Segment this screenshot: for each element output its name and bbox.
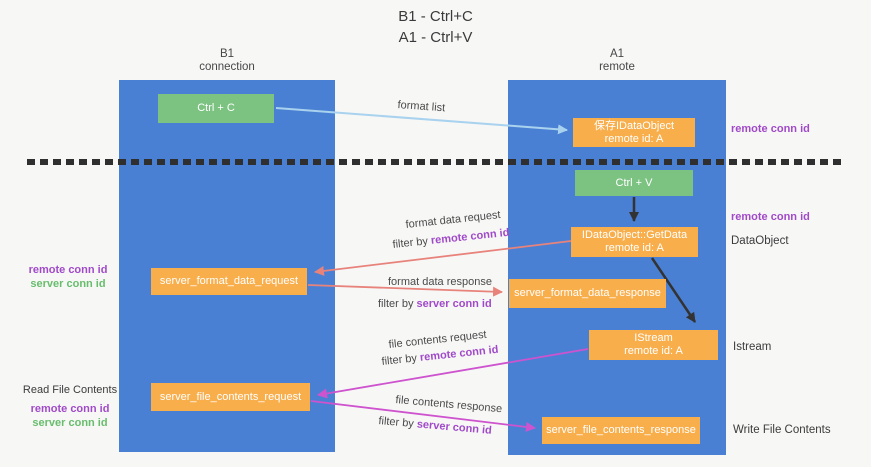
- node-getdata-line2: remote id: A: [605, 242, 664, 254]
- label-read-file-contents: Read File Contents: [22, 384, 118, 396]
- node-ctrl-c-label: Ctrl + C: [197, 102, 235, 114]
- lane-b1-title: B1: [219, 48, 235, 60]
- node-server-format-data-request: server_format_data_request: [151, 268, 307, 295]
- node-server-format-data-response: server_format_data_response: [509, 279, 666, 308]
- label-left-server-conn-id-2: server conn id: [32, 417, 108, 429]
- label-write-file-contents: Write File Contents: [733, 424, 831, 436]
- label-remote-conn-id-mid: remote conn id: [731, 211, 810, 223]
- label-left-remote-conn-id-2: remote conn id: [30, 403, 110, 415]
- filter-remote-conn-id: remote conn id: [430, 226, 510, 247]
- node-ctrl-v: Ctrl + V: [575, 170, 693, 196]
- node-save-idataobject-line1: 保存IDataObject: [593, 119, 675, 132]
- node-save-idataobject-line2: remote id: A: [604, 132, 664, 145]
- node-istream-line2: remote id: A: [624, 345, 683, 357]
- filter-prefix: filter by: [392, 234, 432, 251]
- node-ctrl-v-label: Ctrl + V: [615, 176, 653, 189]
- label-group-read-file: Read File Contents remote conn id server…: [14, 383, 126, 430]
- node-ctrl-c: Ctrl + C: [158, 94, 274, 123]
- node-istream-line1: IStream: [634, 332, 673, 344]
- label-format-list: format list: [397, 99, 446, 115]
- node-format-request-label: server_format_data_request: [159, 275, 299, 287]
- lane-a1-title: A1: [609, 48, 625, 60]
- label-format-data-request: format data request: [405, 209, 502, 231]
- label-dataobject: DataObject: [731, 235, 789, 247]
- filter-prefix: filter by: [378, 298, 417, 310]
- label-format-response-filter: filter by server conn id: [378, 298, 492, 310]
- label-group-format-conn-ids: remote conn id server conn id: [18, 263, 118, 291]
- node-server-file-contents-request: server_file_contents_request: [151, 383, 310, 411]
- filter-prefix: filter by: [381, 351, 421, 368]
- filter-server-conn-id: server conn id: [416, 298, 492, 310]
- node-file-response-label: server_file_contents_response: [546, 424, 696, 436]
- filter-prefix: filter by: [377, 415, 418, 431]
- node-server-file-contents-response: server_file_contents_response: [542, 417, 700, 444]
- label-left-server-conn-id-1: server conn id: [30, 278, 106, 290]
- diagram-title: B1 - Ctrl+C A1 - Ctrl+V: [0, 6, 871, 48]
- label-file-response-filter: filter by server conn id: [378, 415, 492, 437]
- lane-header-b1: B1 connection: [119, 48, 335, 74]
- filter-server-conn-id: server conn id: [416, 418, 493, 437]
- lane-header-a1: A1 remote: [508, 48, 726, 74]
- dashed-divider: [27, 159, 845, 165]
- label-file-contents-response: file contents response: [394, 394, 503, 416]
- node-file-request-label: server_file_contents_request: [159, 390, 302, 403]
- node-getdata-line1: IDataObject::GetData: [581, 229, 688, 241]
- label-istream: Istream: [733, 341, 772, 353]
- title-line-2: A1 - Ctrl+V: [398, 29, 473, 46]
- node-idataobject-getdata: IDataObject::GetData remote id: A: [571, 227, 698, 257]
- node-save-idataobject: 保存IDataObject remote id: A: [573, 118, 695, 147]
- label-format-data-response: format data response: [388, 276, 492, 288]
- filter-remote-conn-id: remote conn id: [419, 343, 499, 364]
- title-line-1: B1 - Ctrl+C: [398, 8, 473, 25]
- node-istream: IStream remote id: A: [589, 330, 718, 360]
- lane-b1-subtitle: connection: [199, 61, 255, 73]
- label-left-remote-conn-id-1: remote conn id: [28, 264, 108, 276]
- lane-a1-subtitle: remote: [599, 61, 635, 73]
- label-remote-conn-id-top: remote conn id: [731, 123, 810, 135]
- node-format-response-label: server_format_data_response: [514, 287, 661, 299]
